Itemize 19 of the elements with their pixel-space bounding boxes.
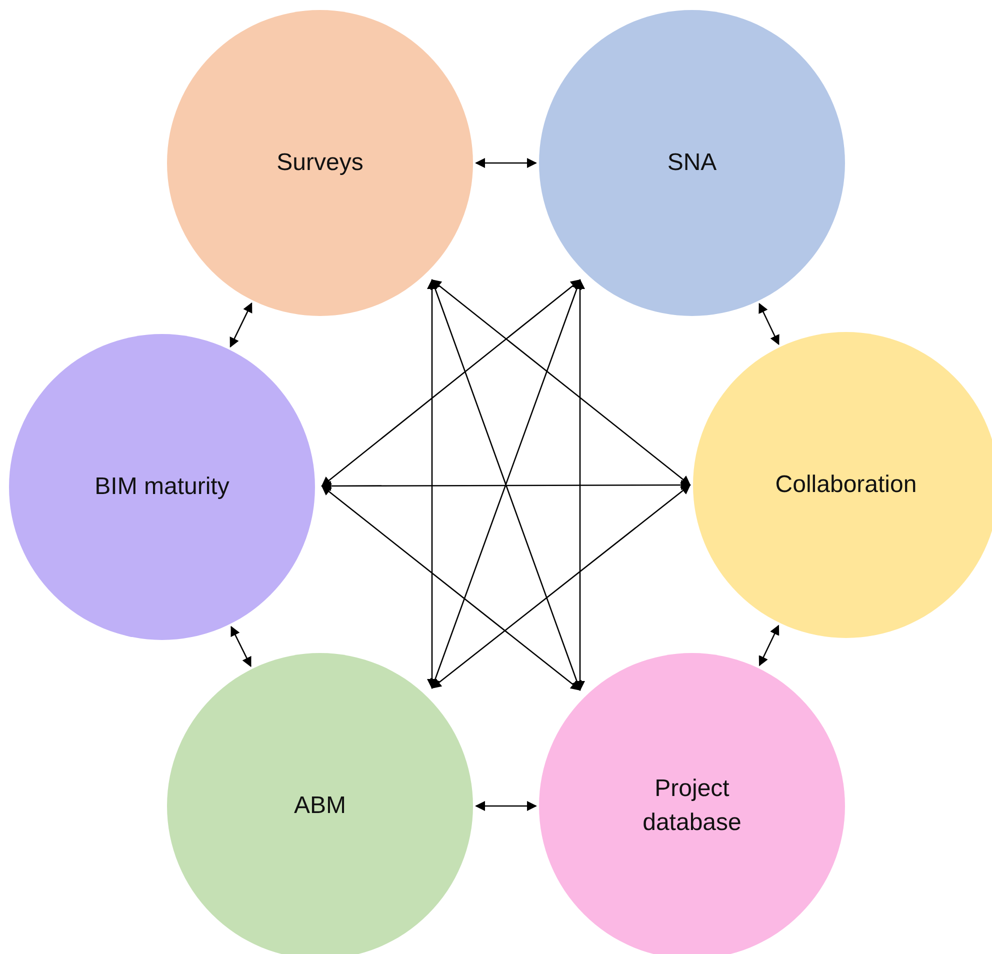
double-arrow <box>431 484 691 689</box>
node-label: BIM maturity <box>94 472 230 502</box>
node-label: Surveys <box>276 148 364 178</box>
node-label: Collaboration <box>775 470 917 500</box>
double-arrow <box>230 302 252 348</box>
double-arrow <box>321 485 581 691</box>
double-arrow <box>427 279 437 689</box>
node-label: SNA <box>667 148 717 178</box>
node-label: Project database <box>642 774 742 838</box>
double-arrow <box>321 279 581 487</box>
double-arrow <box>575 279 585 691</box>
double-arrow <box>431 279 691 486</box>
double-arrow <box>475 801 537 811</box>
double-arrow <box>230 626 252 668</box>
double-arrow <box>758 302 780 346</box>
double-arrow <box>758 624 780 666</box>
double-arrow <box>321 480 691 491</box>
node-label: ABM <box>294 791 346 822</box>
double-arrow <box>475 158 537 168</box>
